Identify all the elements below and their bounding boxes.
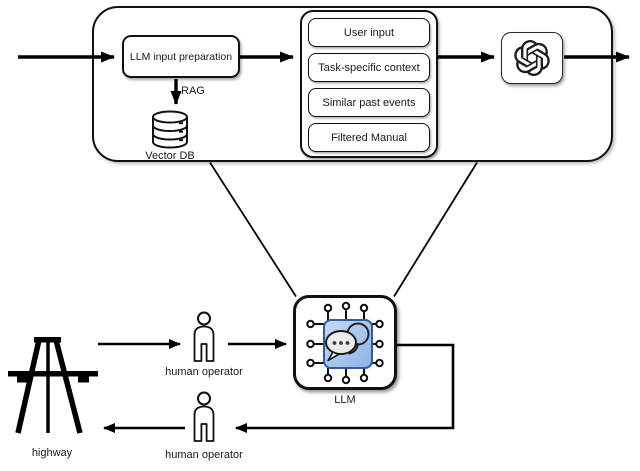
context-item-task-specific-context: Task-specific context <box>308 53 430 82</box>
person-icon <box>193 391 215 442</box>
context-item-user-input: User input <box>308 18 430 47</box>
llm-label: LLM <box>334 394 356 406</box>
context-item-label: Task-specific context <box>318 61 420 74</box>
context-item-filtered-manual: Filtered Manual <box>308 123 430 152</box>
human-operator-top-label: human operator <box>165 366 243 378</box>
person-icon <box>193 311 215 362</box>
openai-model-box <box>501 32 563 84</box>
vector-db-label: Vector DB <box>145 150 195 162</box>
highway-icon <box>8 337 98 434</box>
context-item-label: User input <box>343 26 395 39</box>
openai-logo-icon <box>514 40 550 76</box>
human-operator-bottom-label: human operator <box>165 449 243 461</box>
zoom-line-left <box>209 162 297 297</box>
llm-chip-icon <box>306 301 384 384</box>
rag-label: RAG <box>181 85 205 97</box>
context-item-similar-past-events: Similar past events <box>308 88 430 117</box>
highway-label: highway <box>31 447 73 459</box>
llm-input-preparation-box: LLM input preparation <box>122 35 240 78</box>
llm-box <box>293 295 397 390</box>
context-item-label: Similar past events <box>322 96 416 109</box>
llm-input-preparation-label: LLM input preparation <box>129 50 233 63</box>
zoom-line-right <box>393 162 478 297</box>
context-item-label: Filtered Manual <box>331 131 407 144</box>
